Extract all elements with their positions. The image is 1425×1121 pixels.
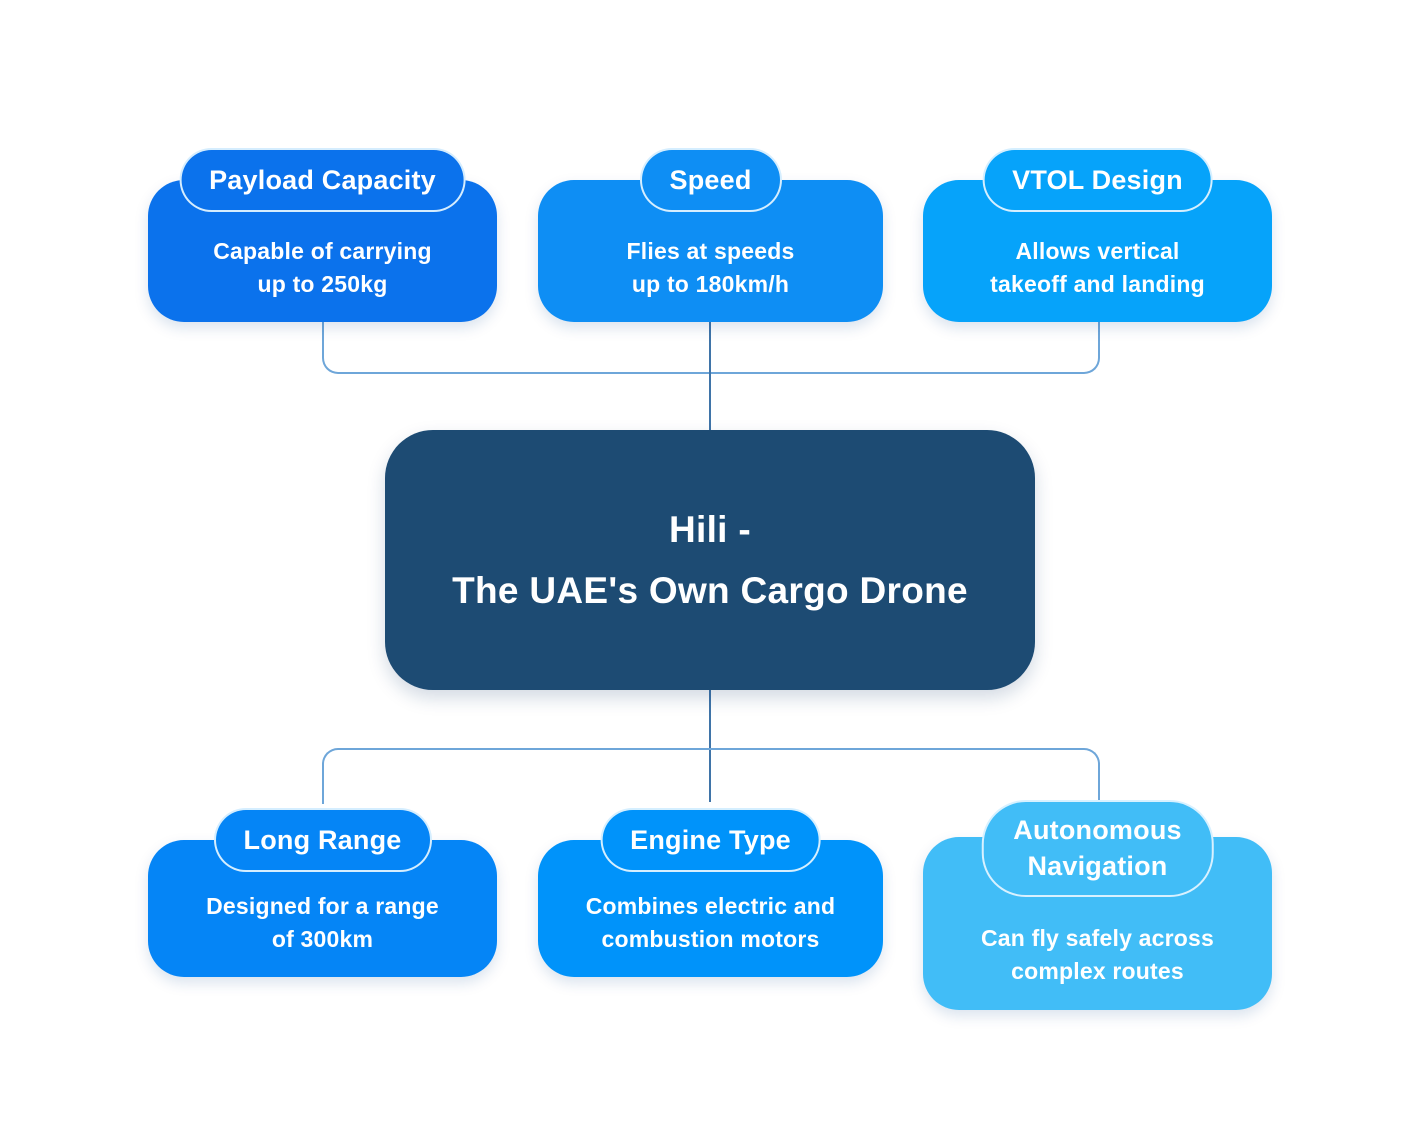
feature-node-payload-capacity: Payload Capacity Capable of carrying up … [148,148,497,322]
node-body-text: Combines electric and combustion motors [585,892,836,952]
node-title-pill: Speed [639,148,782,212]
feature-node-autonomous-navigation: Autonomous Navigation Can fly safely acr… [923,800,1272,1010]
node-body-text: Allows vertical takeoff and landing [990,238,1205,297]
node-title-pill: Autonomous Navigation [981,800,1214,898]
connector-bottom-stem [709,690,711,802]
connector-bottom-bracket [322,748,1100,804]
connector-top-bracket [322,322,1100,374]
node-title-pill: Long Range [213,808,432,872]
feature-node-vtol-design: VTOL Design Allows vertical takeoff and … [923,148,1272,322]
feature-node-long-range: Long Range Designed for a range of 300km [148,808,497,977]
node-body-text: Can fly safely across complex routes [980,924,1215,984]
node-title-pill: Payload Capacity [179,148,466,212]
feature-node-engine-type: Engine Type Combines electric and combus… [538,808,883,977]
node-body-text: Designed for a range of 300km [206,892,439,952]
node-body-text: Flies at speeds up to 180km/h [626,238,795,297]
node-title-pill: VTOL Design [982,148,1213,212]
central-topic-title: Hili - The UAE's Own Cargo Drone [452,508,968,611]
feature-node-speed: Speed Flies at speeds up to 180km/h [538,148,883,322]
central-topic-node: Hili - The UAE's Own Cargo Drone [385,430,1035,690]
node-title-pill: Engine Type [600,808,821,872]
node-body-text: Capable of carrying up to 250kg [213,238,432,297]
connector-top-stem [709,322,711,430]
